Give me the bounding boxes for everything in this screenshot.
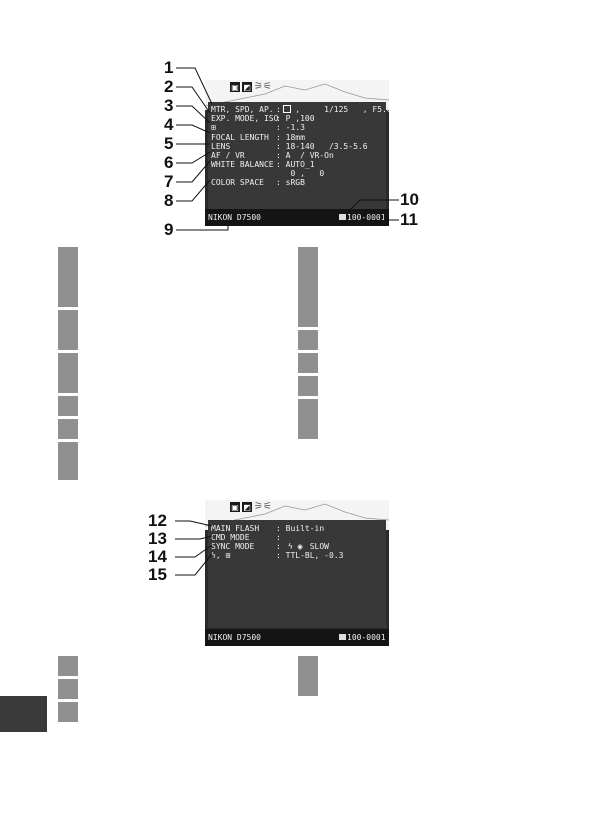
callout-leaders-top xyxy=(176,67,399,231)
landscape-outline xyxy=(205,83,389,107)
matrix-metering-icon xyxy=(283,105,291,113)
callout-12: 12 xyxy=(148,511,167,530)
folder-icon xyxy=(339,214,346,220)
label-focal-length: FOCAL LENGTH xyxy=(211,133,269,142)
callout-3: 3 xyxy=(164,96,174,115)
table-cell-a3 xyxy=(58,353,78,393)
data-panel: MAIN FLASH CMD MODE SYNC MODE ϟ, ⊞ : Bui… xyxy=(208,520,386,628)
value-color-space: : sRGB xyxy=(276,178,305,187)
retouch-icon: ◩ xyxy=(242,82,252,92)
folder-icon xyxy=(339,634,346,640)
table-cell-b1 xyxy=(298,247,318,327)
rating-icon: ⚞⚟ xyxy=(254,81,272,92)
callout-2: 2 xyxy=(164,77,174,96)
label-af-vr: AF / VR xyxy=(211,151,245,160)
callout-13: 13 xyxy=(148,529,167,548)
callout-8: 8 xyxy=(164,191,174,210)
label-white-balance: WHITE BALANCE xyxy=(211,160,274,169)
exposure-compensation-icon: ⊞ xyxy=(211,123,216,132)
table-cell-a1 xyxy=(58,247,78,307)
value-white-balance: : AUTO_1 xyxy=(276,160,315,169)
table-cell-b2 xyxy=(298,330,318,350)
value-commander-mode: : xyxy=(276,533,281,542)
label-exposure-mode-iso: EXP. MODE, ISO xyxy=(211,114,279,123)
value-af-vr: : A / VR-On xyxy=(276,151,334,160)
table-cell-a2 xyxy=(58,310,78,350)
label-sync-mode: SYNC MODE xyxy=(211,542,255,551)
callout-6: 6 xyxy=(164,153,174,172)
table-cell-b3 xyxy=(298,353,318,373)
value-metering-shutter-aperture: : , 1/125 , F5.6 xyxy=(276,105,389,114)
table-cell-c2 xyxy=(58,679,78,699)
callout-4: 4 xyxy=(164,115,174,134)
value-main-flash: : Built-in xyxy=(276,524,325,533)
protect-icon: ▣ xyxy=(230,502,240,512)
folder-file-number: 100-0001 xyxy=(347,213,386,222)
rating-icon: ⚞⚟ xyxy=(254,501,272,512)
value-exposure-mode-iso: : P ,100 xyxy=(276,114,315,123)
camera-name: NIKON D7500 xyxy=(208,633,261,642)
camera-name: NIKON D7500 xyxy=(208,213,261,222)
info-screen-shooting-data: ▣ ◩ ⚞⚟ MTR, SPD, AP. EXP. MODE, ISO ⊞ FO… xyxy=(205,80,389,226)
section-tab xyxy=(0,696,47,732)
callout-11: 11 xyxy=(400,210,418,229)
table-cell-a6 xyxy=(58,442,78,480)
label-color-space: COLOR SPACE xyxy=(211,178,264,187)
label-metering-shutter-aperture: MTR, SPD, AP. xyxy=(211,105,274,114)
table-cell-c1 xyxy=(58,656,78,676)
callout-15: 15 xyxy=(148,565,167,584)
retouch-icon: ◩ xyxy=(242,502,252,512)
protect-icon: ▣ xyxy=(230,82,240,92)
table-cell-b5 xyxy=(298,399,318,439)
value-flash-mode-compensation: : TTL-BL, -0.3 xyxy=(276,551,344,560)
table-cell-a4 xyxy=(58,396,78,416)
table-cell-d1 xyxy=(298,656,318,696)
callout-9: 9 xyxy=(164,220,174,239)
status-bar: NIKON D7500 100-0001 xyxy=(205,209,389,226)
label-lens: LENS xyxy=(211,142,231,151)
data-panel: MTR, SPD, AP. EXP. MODE, ISO ⊞ FOCAL LEN… xyxy=(208,102,389,210)
value-white-balance-fine-tune: 0 , 0 xyxy=(276,169,325,178)
callout-1: 1 xyxy=(164,58,174,77)
value-exposure-compensation: : -1.3 xyxy=(276,123,305,132)
value-lens: : 18-140 /3.5-5.6 xyxy=(276,142,368,151)
value-focal-length: : 18mm xyxy=(276,133,305,142)
flash-redeye-icon: ϟ ◉ xyxy=(288,542,303,551)
info-screen-flash-data: ▣ ◩ ⚞⚟ MAIN FLASH CMD MODE SYNC MODE ϟ, … xyxy=(205,500,389,646)
callout-7: 7 xyxy=(164,172,174,191)
status-bar: NIKON D7500 100-0001 xyxy=(205,629,389,646)
callout-10: 10 xyxy=(400,190,419,209)
flash-compensation-icon: ϟ, ⊞ xyxy=(211,551,231,560)
label-commander-mode: CMD MODE xyxy=(211,533,250,542)
table-cell-c3 xyxy=(58,702,78,722)
table-cell-b4 xyxy=(298,376,318,396)
table-cell-a5 xyxy=(58,419,78,439)
callout-leaders-bottom xyxy=(175,520,213,576)
value-sync-mode: : SLOW xyxy=(276,542,329,551)
callout-5: 5 xyxy=(164,134,174,153)
folder-file-number: 100-0001 xyxy=(347,633,386,642)
callout-14: 14 xyxy=(148,547,167,566)
label-main-flash: MAIN FLASH xyxy=(211,524,260,533)
